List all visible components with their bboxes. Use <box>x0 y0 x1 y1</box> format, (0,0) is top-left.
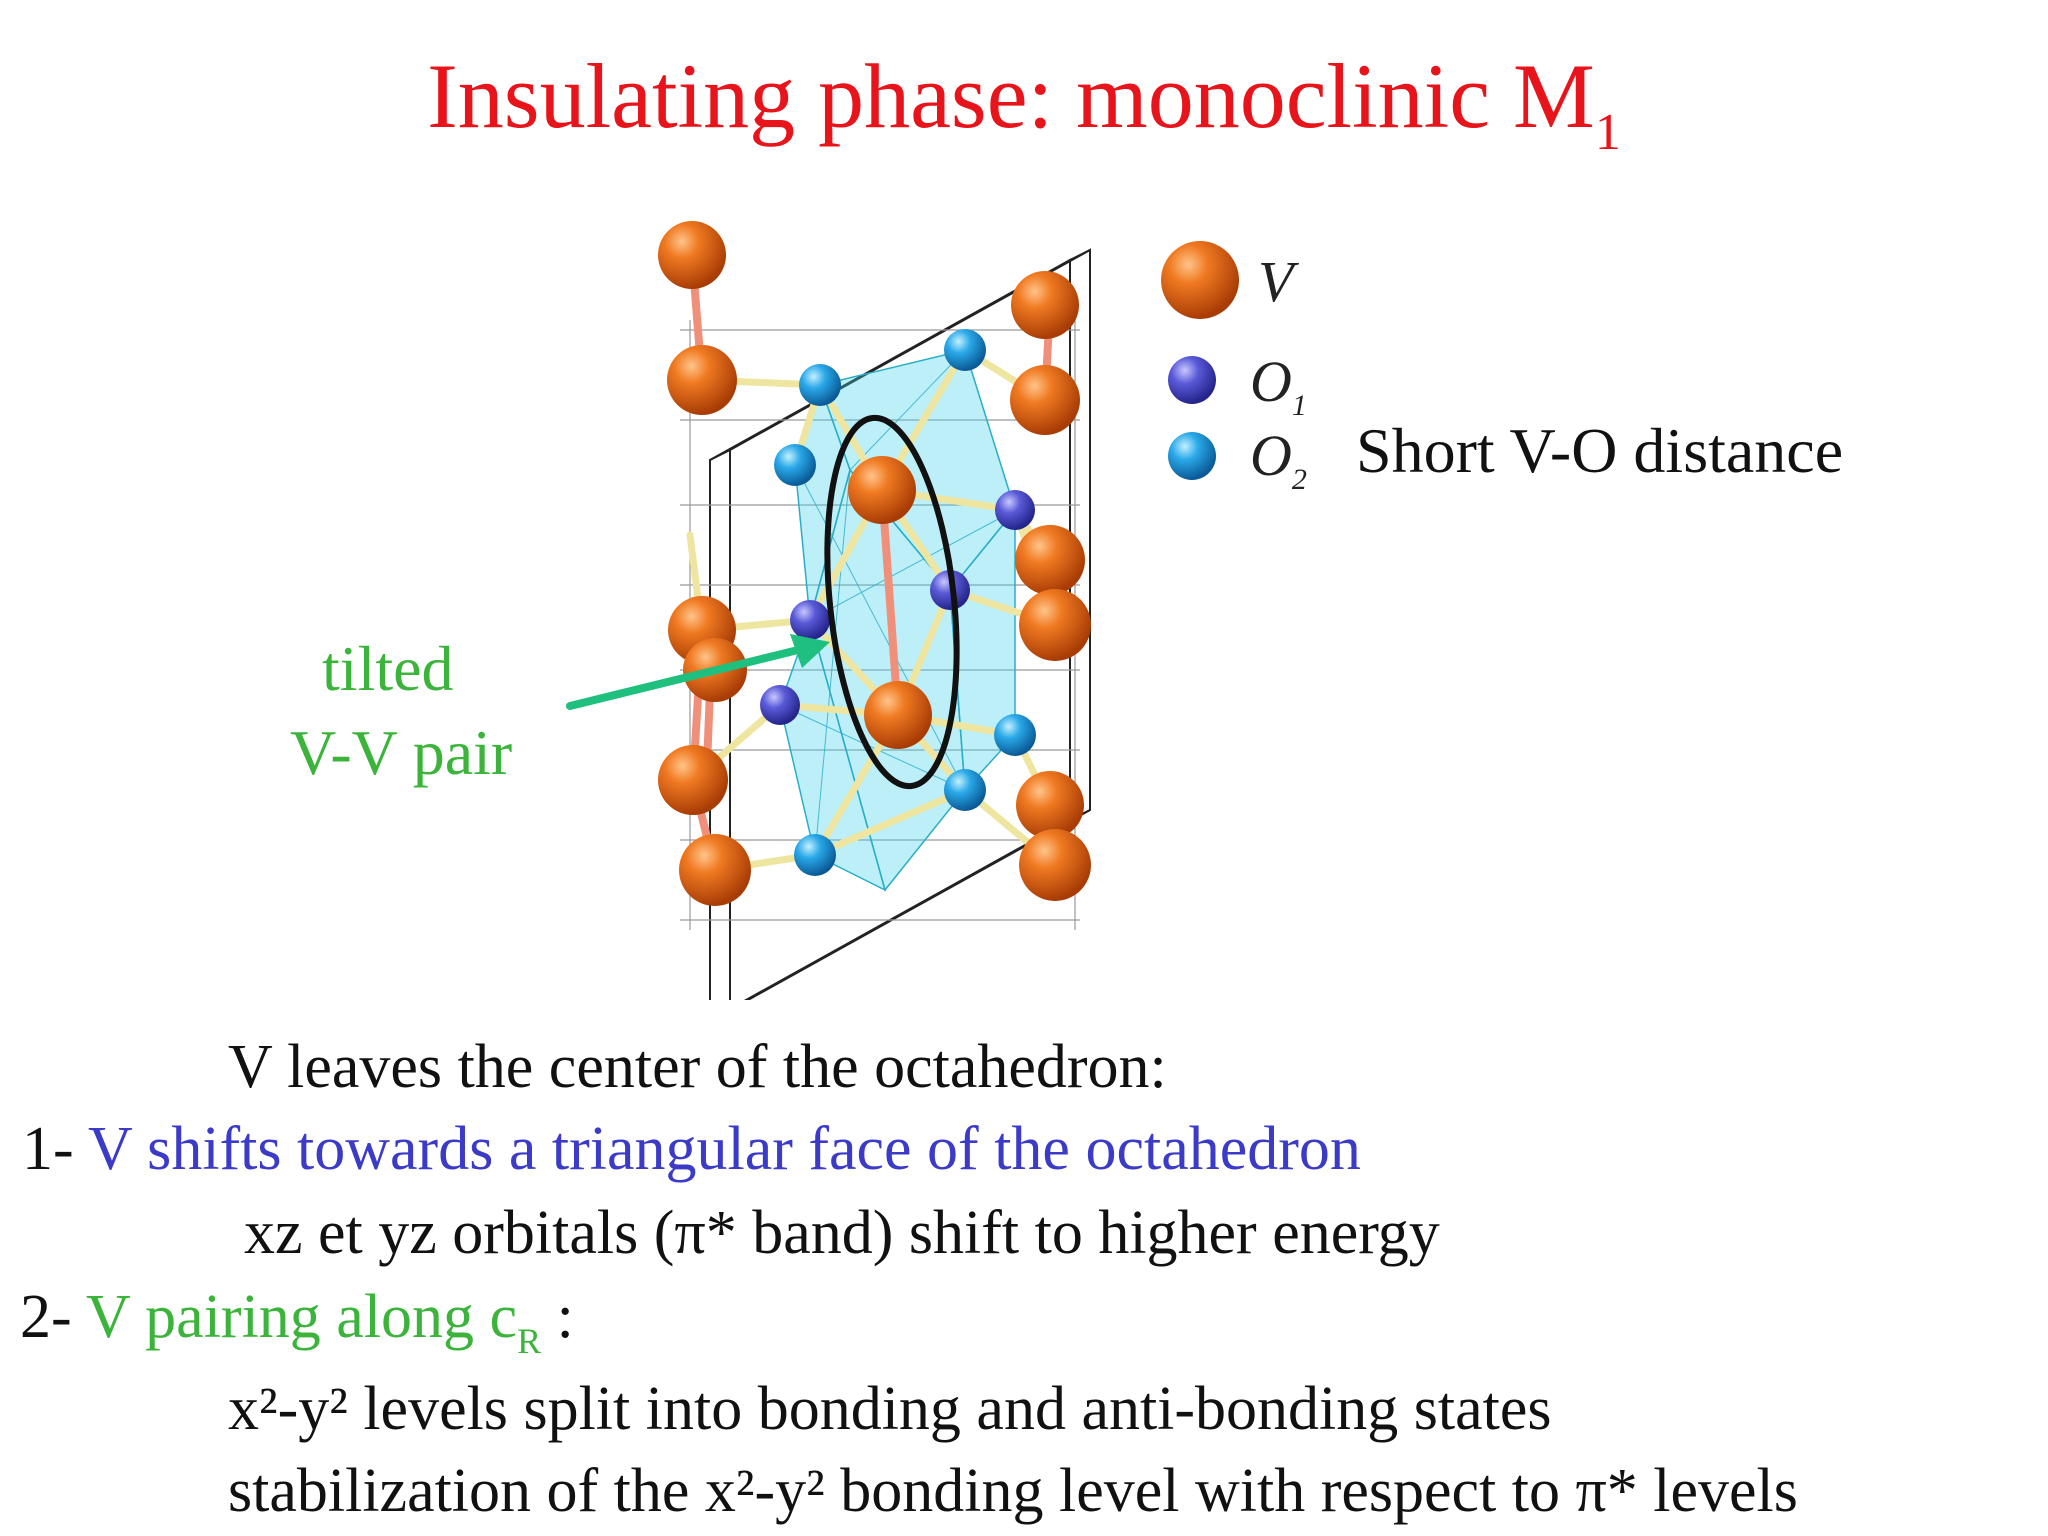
legend-markers <box>1161 241 1239 480</box>
o2-atoms <box>774 329 1036 876</box>
vv-pair-label: V-V pair <box>290 717 513 788</box>
v-atom-paired <box>864 681 932 749</box>
o1-atom <box>790 600 830 640</box>
legend-v-marker <box>1161 241 1239 319</box>
title-main: Insulating phase: monoclinic M <box>427 45 1595 147</box>
legend-o2-label: O2 <box>1250 423 1307 496</box>
vv-pair-highlight-ellipse <box>824 414 960 790</box>
v-atom <box>1010 365 1080 435</box>
o2-atom <box>774 444 816 486</box>
v-atom <box>1015 525 1085 595</box>
text-line-2: 1- V shifts towards a triangular face of… <box>22 1115 1361 1183</box>
v-atom <box>658 221 726 289</box>
green-statement: V pairing along cR <box>86 1283 542 1361</box>
blue-statement: V shifts towards a triangular face of th… <box>88 1115 1361 1183</box>
v-atom <box>1019 829 1091 901</box>
o1-atom <box>760 685 800 725</box>
o2-atom <box>799 364 841 406</box>
text-line-1: V leaves the center of the octahedron: <box>228 1033 1167 1101</box>
v-atom-paired <box>848 456 916 524</box>
v-atom <box>1016 771 1084 839</box>
v-atom <box>1011 271 1079 339</box>
v-atom <box>679 834 751 906</box>
v-atom <box>1019 589 1091 661</box>
v-atom <box>667 345 737 415</box>
o1-atom <box>930 570 970 610</box>
legend-o2-marker <box>1168 432 1216 480</box>
o2-atom <box>944 329 986 371</box>
v-atoms <box>658 221 1091 906</box>
legend-v-label: V <box>1258 249 1294 314</box>
crystal-structure-diagram <box>658 221 1091 1000</box>
title-subscript: 1 <box>1594 104 1621 161</box>
v-atom <box>658 745 728 815</box>
text-line-3: xz et yz orbitals (π* band) shift to hig… <box>244 1199 1440 1267</box>
short-vo-distance-label: Short V-O distance <box>1356 415 1844 486</box>
o2-atom <box>794 834 836 876</box>
text-line-4: 2- V pairing along cR : <box>20 1283 574 1361</box>
o1-atom <box>995 490 1035 530</box>
tilted-label: tilted <box>322 633 454 704</box>
text-line-5: x²-y² levels split into bonding and anti… <box>228 1375 1552 1443</box>
slide-title: Insulating phase: monoclinic M1 <box>0 45 2048 161</box>
legend-o1-label: O1 <box>1250 349 1307 422</box>
o2-atom <box>994 714 1036 756</box>
legend-o1-marker <box>1168 356 1216 404</box>
o2-atom <box>944 769 986 811</box>
tilted-pair-arrow <box>566 634 830 710</box>
o1-atoms <box>760 490 1035 725</box>
text-line-6: stabilization of the x²-y² bonding level… <box>228 1457 1798 1525</box>
